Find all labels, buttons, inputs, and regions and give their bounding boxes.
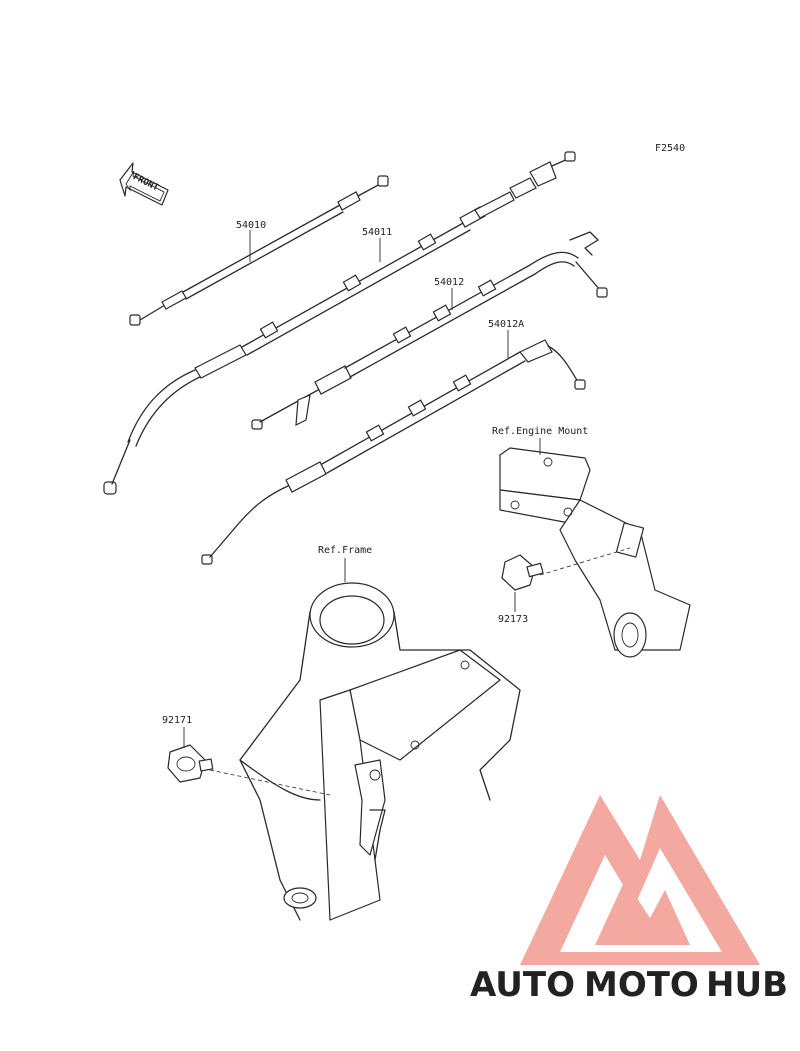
clamp-92171: [167, 744, 214, 783]
watermark-logo-icon: [520, 795, 760, 965]
cable-54011: [103, 151, 576, 495]
front-arrow-icon: FRONT: [119, 162, 169, 206]
callout-92173: 92173: [498, 614, 528, 625]
callout-54011: 54011: [362, 227, 392, 238]
watermark-part1: AUTO: [470, 965, 575, 1005]
callout-54010: 54010: [236, 220, 266, 231]
callout-92171: 92171: [162, 715, 192, 726]
engine-mount-bracket: [499, 447, 691, 658]
cable-54010: [129, 175, 389, 326]
diagram-code: F2540: [655, 143, 685, 154]
callout-54012: 54012: [434, 277, 464, 288]
frame-assembly: [209, 582, 521, 921]
watermark-part2: MOTO: [584, 965, 699, 1005]
watermark-part3: HUB: [706, 965, 788, 1005]
callout-54012A: 54012A: [488, 319, 524, 330]
clamp-92173: [501, 554, 544, 591]
ref-frame-label: Ref.Frame: [318, 545, 372, 556]
ref-engine-mount-label: Ref.Engine Mount: [492, 426, 588, 437]
cable-54012A: [201, 339, 586, 565]
cable-54012: [251, 231, 608, 430]
